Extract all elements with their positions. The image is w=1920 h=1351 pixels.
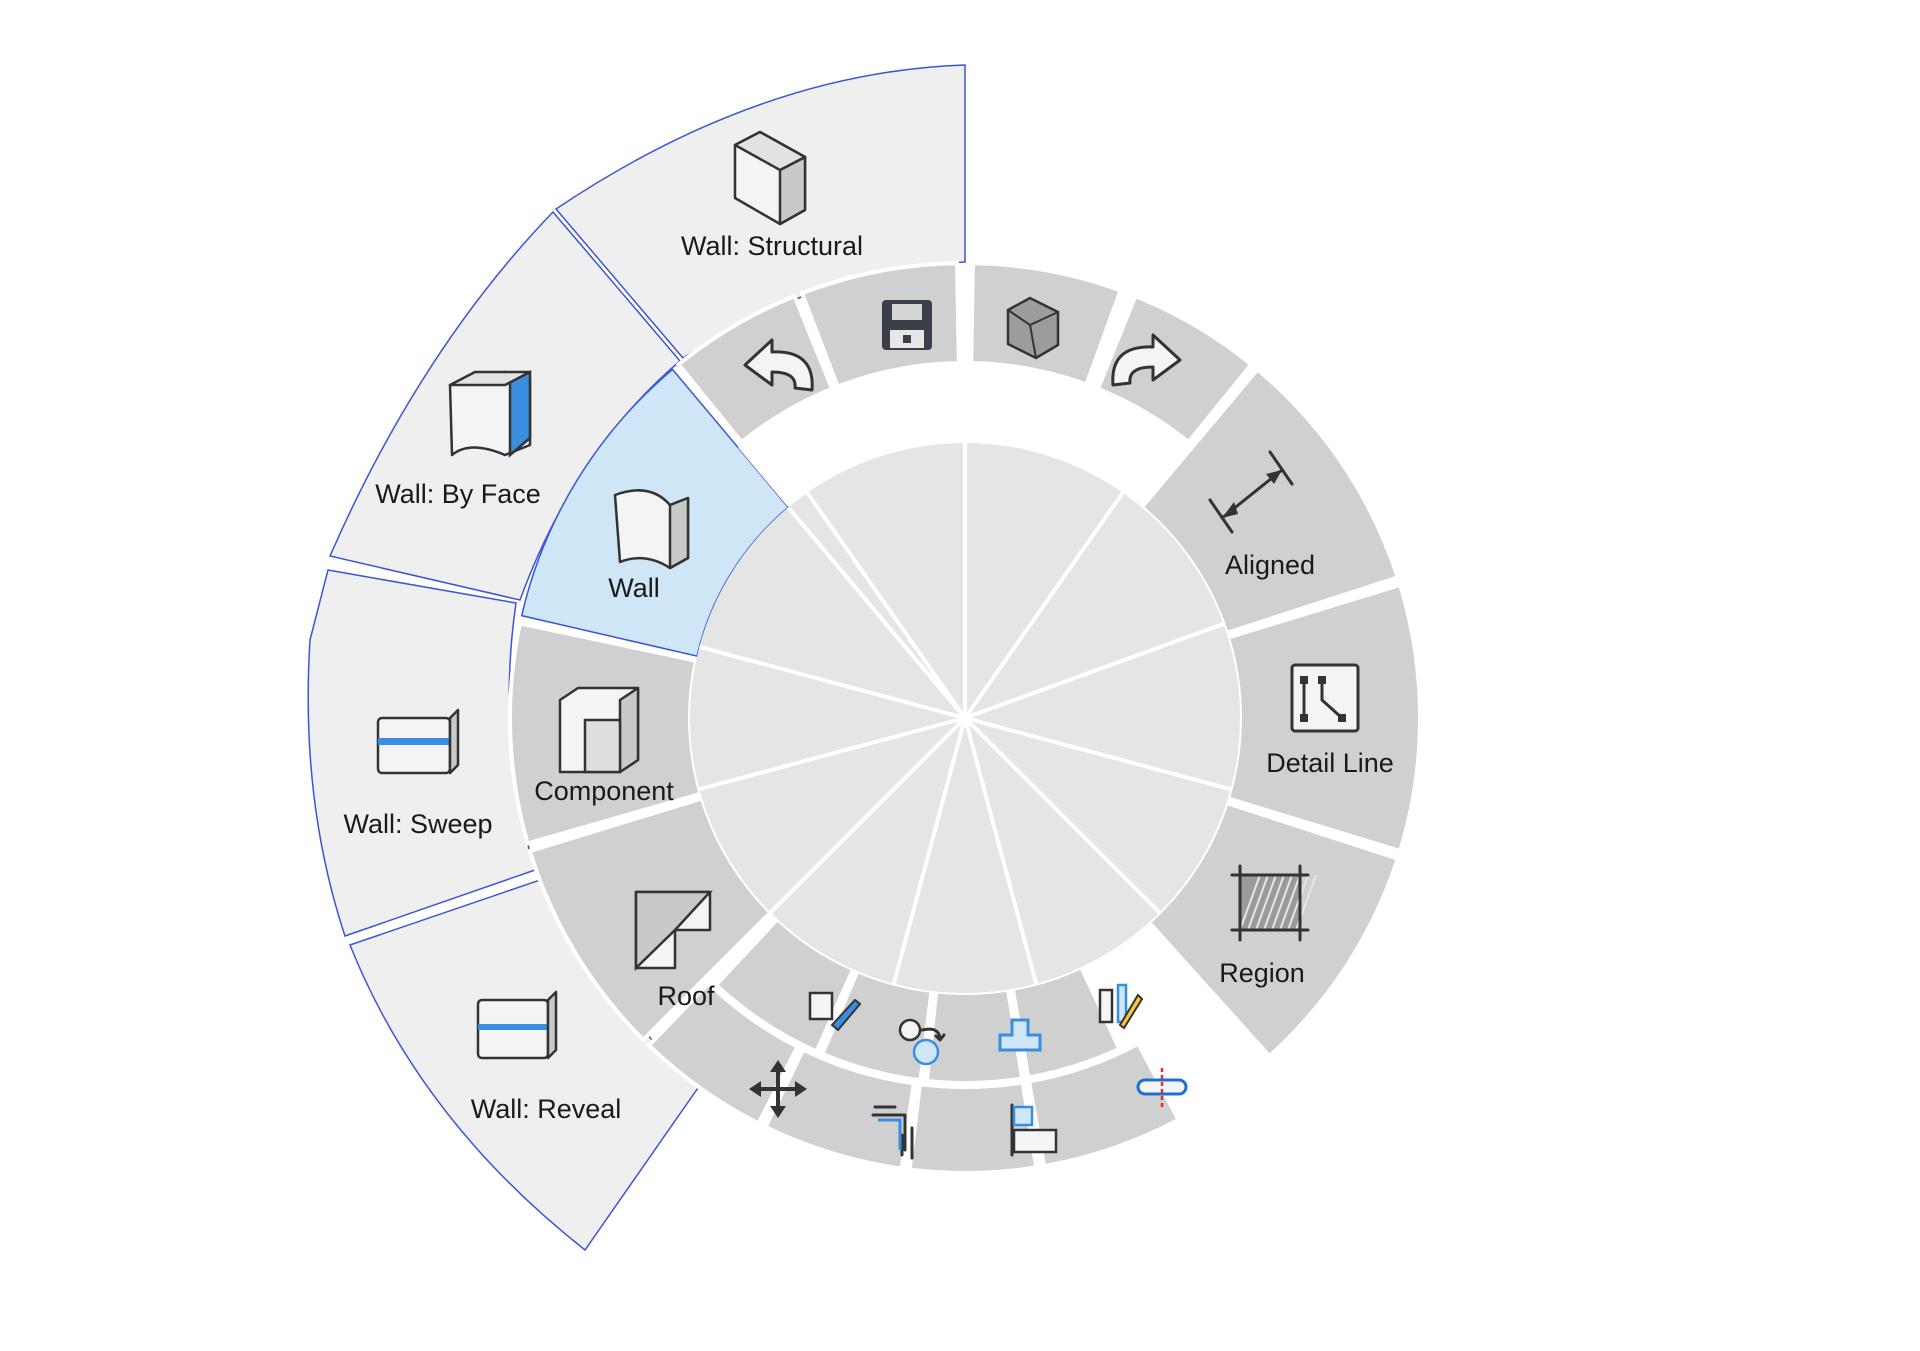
aligned-dimension-icon [1208, 450, 1294, 534]
join-geometry-icon [998, 1018, 1042, 1052]
top-gap [738, 365, 1192, 507]
quick-action-4[interactable] [1095, 293, 1255, 445]
ring-label-detail-line: Detail Line [1266, 748, 1394, 778]
undo-icon [743, 338, 814, 392]
spoke [964, 622, 1225, 720]
wheel-center [690, 443, 1240, 993]
component-icon [558, 686, 640, 774]
flyout-label-wall-sweep: Wall: Sweep [343, 809, 492, 839]
move-icon [749, 1060, 807, 1118]
spoke [698, 644, 966, 720]
wall-sweep-icon [376, 708, 460, 775]
redo-icon [1111, 333, 1182, 387]
flyout-label-wall-by-face: Wall: By Face [375, 479, 541, 509]
trim-extend-icon [871, 1105, 914, 1160]
detail-line-icon [1290, 663, 1360, 733]
flyout-label-wall-reveal: Wall: Reveal [471, 1094, 622, 1124]
spoke [805, 491, 967, 720]
ring-label-aligned: Aligned [1225, 550, 1315, 580]
align-icon [1010, 1103, 1058, 1157]
split-element-icon [1136, 1068, 1188, 1108]
bottom-tool-outer-4[interactable] [1026, 1041, 1182, 1169]
wall-icon [613, 489, 690, 570]
ring-label-wall: Wall [608, 573, 660, 603]
spoke [964, 716, 1232, 792]
wall-by-face-icon [448, 370, 532, 458]
3d-view-icon [1006, 296, 1060, 360]
quick-action-2[interactable] [799, 261, 961, 390]
region-icon [1230, 864, 1317, 942]
copy-icon [898, 1018, 946, 1066]
ring-label-region: Region [1219, 958, 1305, 988]
spoke [963, 491, 1125, 720]
edit-pencil-icon [1098, 983, 1144, 1030]
spoke [786, 506, 967, 720]
flyout-label-wall-structural: Wall: Structural [681, 231, 863, 261]
spoke [963, 717, 1039, 985]
spoke [769, 716, 967, 914]
roof-icon [634, 890, 713, 971]
ring-label-roof: Roof [657, 981, 715, 1011]
match-properties-icon [808, 991, 862, 1032]
wall-reveal-icon [476, 990, 558, 1060]
bottom-tool-outer-3[interactable] [907, 1080, 1039, 1175]
spoke [891, 717, 967, 985]
wall-structural-icon [733, 130, 807, 226]
spoke [698, 716, 966, 792]
spoke [963, 716, 1161, 914]
save-icon [882, 300, 932, 350]
ring-label-component: Component [534, 776, 674, 806]
